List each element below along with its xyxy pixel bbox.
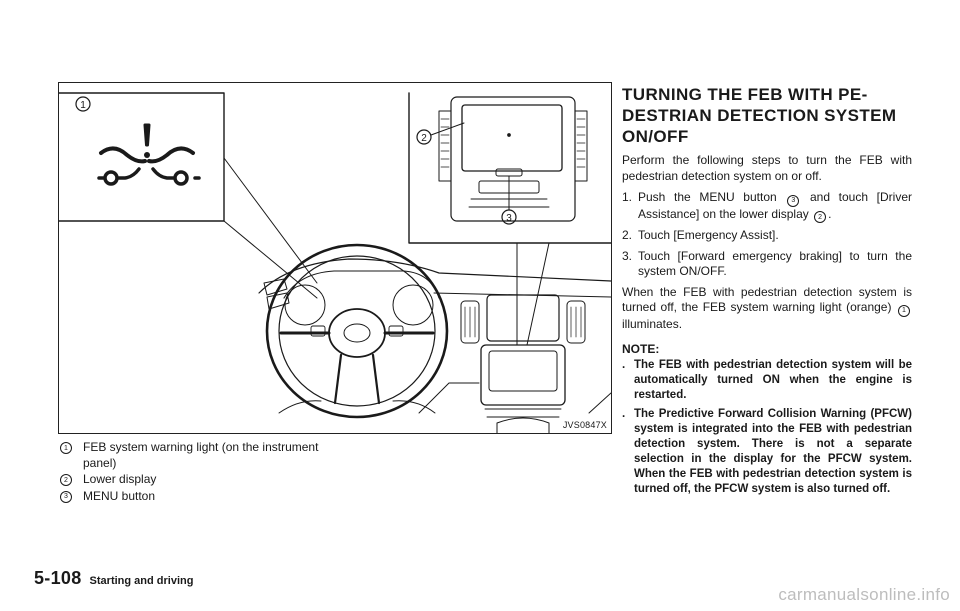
step-text: Push the MENU button 3 and touch [Driver… xyxy=(638,190,912,223)
legend-item-2: 2 Lower display xyxy=(60,472,350,488)
inset-lower-display: 2 3 xyxy=(408,92,611,244)
step-3: 3. Touch [Forward emergency braking] to … xyxy=(622,249,912,280)
callout-number: 1 xyxy=(898,304,910,317)
step-number: 2. xyxy=(622,228,633,242)
note-text: The FEB with pedestrian detection system… xyxy=(634,359,912,401)
callout-number: 2 xyxy=(60,474,72,486)
callout-2-marker xyxy=(416,129,432,145)
callout-number: 3 xyxy=(60,490,72,503)
step-1: 1. Push the MENU button 3 and touch [Dri… xyxy=(622,190,912,223)
intro-paragraph: Perform the following steps to turn the … xyxy=(622,153,912,183)
step-text-part: . xyxy=(828,206,832,221)
callout-2-label: 2 xyxy=(421,133,427,144)
step-text-part: Push the MENU button xyxy=(638,190,777,204)
step-number: 1. xyxy=(622,190,633,204)
watermark: carmanualsonline.info xyxy=(778,585,950,604)
note-text: The Predictive Forward Collision Warning… xyxy=(634,408,912,495)
page-footer: 5-108 Starting and driving xyxy=(34,568,193,589)
step-text-part: and touch [Driver Assistance] on the low… xyxy=(638,190,912,221)
legend-text: MENU button xyxy=(83,488,156,503)
legend-item-3: 3 MENU button xyxy=(60,489,350,505)
legend-item-1: 1 FEB system warning light (on the instr… xyxy=(60,440,350,471)
dashboard-illustration: 1 2 3 xyxy=(58,82,612,434)
step-text: Touch [Emergency Assist]. xyxy=(638,228,779,242)
callout-number: 1 xyxy=(60,442,72,454)
legend-text: Lower display xyxy=(83,472,157,486)
steering-wheel xyxy=(265,243,449,419)
callout-1-label: 1 xyxy=(80,100,86,111)
callout-1-marker xyxy=(75,96,91,112)
section-name: Starting and driving xyxy=(89,575,194,587)
step-text: Touch [Forward emergency braking] to tur… xyxy=(638,248,912,279)
bullet-marker: . xyxy=(622,408,626,420)
callout-3-label: 3 xyxy=(506,213,512,224)
note-title: NOTE: xyxy=(622,342,660,356)
bullet-marker: . xyxy=(622,359,626,371)
page-number: 5-108 xyxy=(34,568,82,588)
note-item: . The Predictive Forward Collision Warni… xyxy=(622,407,912,497)
dashboard xyxy=(258,258,611,433)
figure-code: JVS0847X xyxy=(562,420,607,430)
step-2: 2. Touch [Emergency Assist]. xyxy=(622,228,912,244)
warning-light-paragraph: When the FEB with pedestrian detection s… xyxy=(622,285,912,333)
note-item: . The FEB with pedestrian detection syst… xyxy=(622,358,912,403)
callout-number: 3 xyxy=(787,194,800,207)
figure-legend: 1 FEB system warning light (on the instr… xyxy=(60,440,350,505)
inset-warning-light: 1 xyxy=(59,92,225,222)
section-heading: TURNING THE FEB WITH PE-DESTRIAN DETECTI… xyxy=(622,85,897,146)
step-number: 3. xyxy=(622,248,633,263)
callout-number: 2 xyxy=(814,211,827,223)
paragraph-text: When the FEB with pedestrian detection s… xyxy=(622,284,912,315)
paragraph-text: illuminates. xyxy=(622,316,683,331)
instructions-column: TURNING THE FEB WITH PE-DESTRIAN DETECTI… xyxy=(622,84,912,501)
legend-text: FEB system warning light (on the instrum… xyxy=(83,440,319,470)
dashboard-drawing: 1 2 3 xyxy=(59,92,611,433)
